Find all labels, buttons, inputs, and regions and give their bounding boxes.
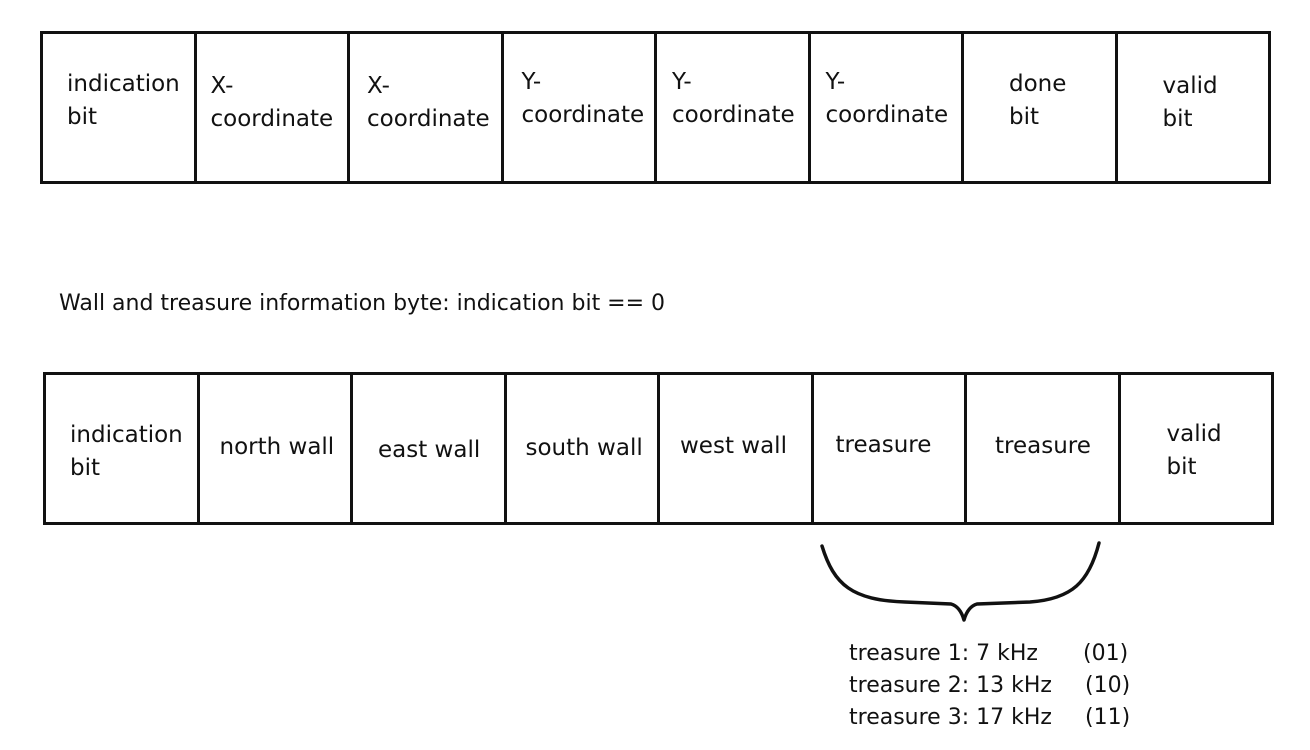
cell-south-wall: south wall [507, 375, 660, 522]
cell-label: indication bit [67, 71, 180, 130]
cell-label: X- coordinate [210, 73, 334, 132]
cell-label: Y- coordinate [672, 69, 795, 128]
cell-x-coordinate: X- coordinate [350, 34, 504, 181]
cell-label: treasure [835, 432, 932, 458]
cell-north-wall: north wall [200, 375, 353, 522]
cell-treasure: treasure [814, 375, 967, 522]
position-byte-diagram: indication bit X- coordinate X- coordina… [40, 31, 1271, 184]
cell-label: Y- coordinate [825, 69, 949, 128]
cell-label: indication bit [70, 422, 183, 481]
legend-treasure-1: treasure 1: 7 kHz [849, 641, 1038, 666]
cell-label: north wall [219, 434, 335, 460]
cell-label: valid bit [1166, 421, 1222, 480]
cell-west-wall: west wall [660, 375, 814, 522]
cell-treasure: treasure [967, 375, 1121, 522]
cell-valid-bit: valid bit [1121, 375, 1272, 522]
legend-treasure-2: treasure 2: 13 kHz [849, 673, 1052, 698]
cell-x-coordinate: X- coordinate [197, 34, 350, 181]
cell-east-wall: east wall [353, 375, 507, 522]
cell-valid-bit: valid bit [1118, 34, 1269, 181]
cell-label: west wall [680, 433, 787, 459]
cell-label: X- coordinate [367, 73, 490, 132]
legend-code-2: (10) [1085, 673, 1131, 698]
wall-treasure-caption: Wall and treasure information byte: indi… [59, 291, 666, 316]
cell-done-bit: done bit [964, 34, 1118, 181]
cell-label: valid bit [1162, 73, 1218, 132]
cell-label: Y- coordinate [521, 69, 645, 128]
legend-treasure-3: treasure 3: 17 kHz [849, 705, 1052, 730]
cell-label: treasure [995, 433, 1091, 459]
legend-code-3: (11) [1085, 705, 1131, 730]
legend-code-1: (01) [1083, 641, 1129, 666]
brace-path [820, 541, 1101, 622]
cell-y-coordinate: Y- coordinate [504, 34, 657, 181]
cell-indication-bit: indication bit [46, 375, 200, 522]
cell-y-coordinate: Y- coordinate [657, 34, 811, 181]
cell-indication-bit: indication bit [43, 34, 197, 181]
cell-label: east wall [378, 437, 481, 463]
cell-label: done bit [1009, 71, 1067, 130]
cell-y-coordinate: Y- coordinate [811, 34, 964, 181]
cell-label: south wall [525, 435, 643, 461]
wall-treasure-byte-diagram: indication bit north wall east wall sout… [43, 372, 1274, 525]
